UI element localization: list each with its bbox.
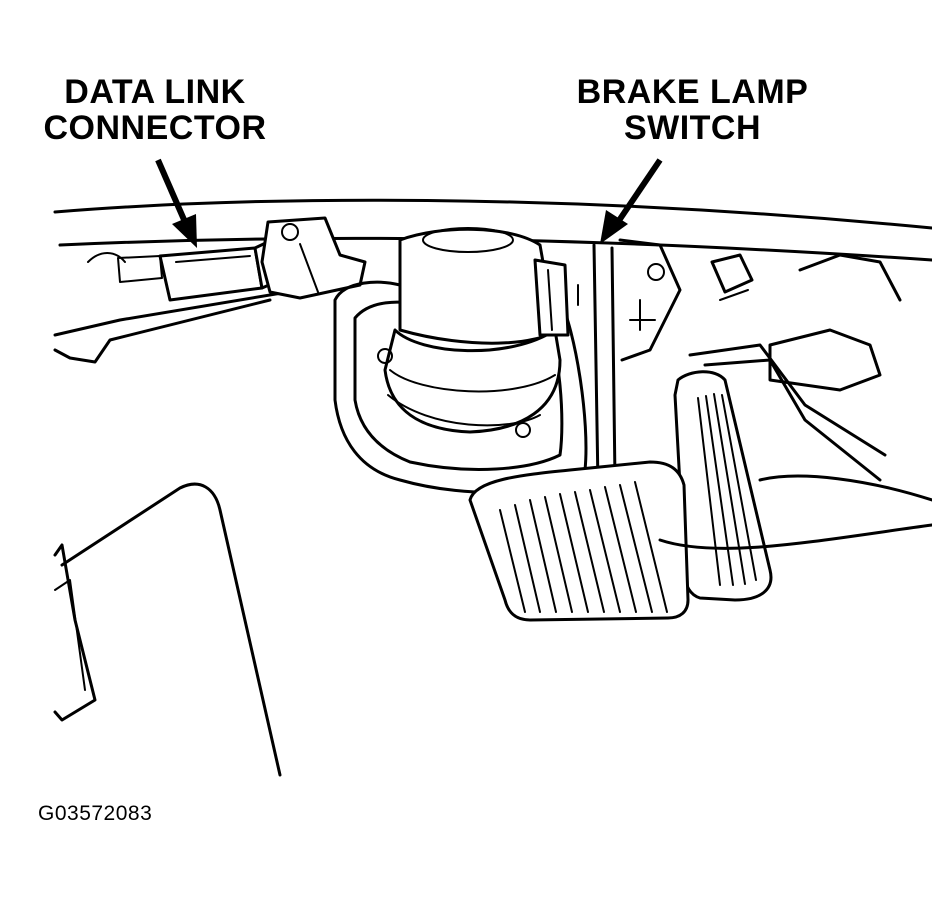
left-trim-panel [53,252,302,364]
figure-id: G03572083 [38,802,153,825]
floor-contour [658,474,932,550]
brake-pedal-arm [577,243,617,487]
right-dash-components [618,238,902,482]
data-link-connector-block [117,238,278,302]
callout-line-1: BRAKE LAMP [576,73,809,111]
callout-arrow-brake-lamp-switch [600,158,663,244]
callout-label-data-link-connector: DATA LINK CONNECTOR [30,74,280,146]
callout-arrow-data-link-connector [155,158,197,248]
callout-line-2: CONNECTOR [43,109,267,147]
left-seat-console [53,482,282,777]
callout-line-1: DATA LINK [64,73,246,111]
steering-column [377,227,570,438]
brake-pedal [468,460,690,622]
callout-label-brake-lamp-switch: BRAKE LAMP SWITCH [560,74,825,146]
callout-line-2: SWITCH [623,109,762,147]
accelerator-pedal [673,370,773,602]
